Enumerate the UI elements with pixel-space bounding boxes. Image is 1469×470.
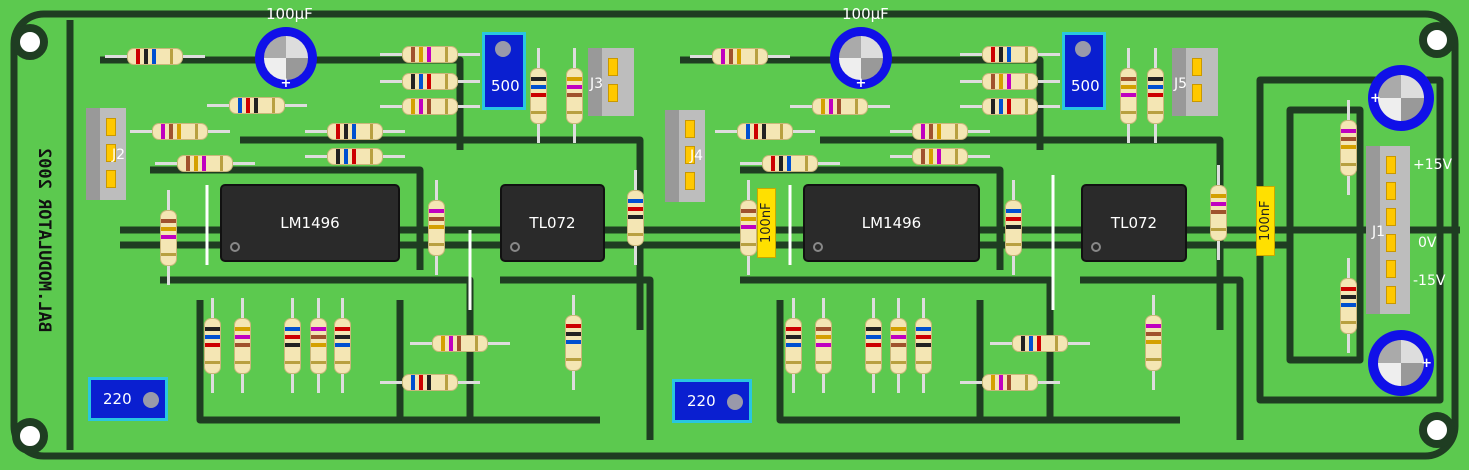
connector-label: J2 (112, 147, 126, 163)
connector-label: J3 (590, 76, 604, 92)
resistor (912, 148, 968, 165)
trimmer-pot: 500 (482, 32, 526, 110)
ceramic-capacitor: 100nF (1256, 186, 1275, 256)
resistor (234, 318, 251, 374)
resistor (1340, 120, 1357, 176)
resistor (428, 200, 445, 256)
mounting-hole (12, 24, 48, 60)
connector-label: J5 (1174, 76, 1188, 92)
adjust-screw-icon (1075, 41, 1091, 57)
resistor (530, 68, 547, 124)
ic-lm1496-2: LM1496 (805, 186, 978, 260)
resistor (737, 123, 793, 140)
ceramic-capacitor: 100nF (757, 188, 776, 258)
resistor (284, 318, 301, 374)
pin1-marker-icon (230, 242, 240, 252)
resistor (566, 68, 583, 124)
resistor (432, 335, 488, 352)
resistor (1340, 278, 1357, 334)
adjust-screw-icon (727, 394, 743, 410)
electrolytic-capacitor: + (1368, 330, 1434, 396)
resistor (152, 123, 208, 140)
resistor (402, 46, 458, 63)
resistor (1005, 200, 1022, 256)
resistor (229, 97, 285, 114)
resistor (160, 210, 177, 266)
connector-label: J4 (690, 148, 704, 164)
trimmer-pot: 220 (672, 379, 752, 423)
resistor (177, 155, 233, 172)
resistor (915, 318, 932, 374)
resistor (740, 200, 757, 256)
connector-label: J1 (1372, 224, 1386, 240)
resistor (565, 315, 582, 371)
power-label-pos: +15V (1413, 157, 1453, 173)
resistor (627, 190, 644, 246)
resistor (1012, 335, 1068, 352)
mounting-hole (1419, 22, 1455, 58)
pin1-marker-icon (1091, 242, 1101, 252)
resistor (334, 318, 351, 374)
mounting-hole (1419, 412, 1455, 448)
resistor (785, 318, 802, 374)
connector-j1 (1366, 146, 1410, 314)
resistor (402, 374, 458, 391)
adjust-screw-icon (495, 41, 511, 57)
resistor (982, 374, 1038, 391)
resistor (402, 73, 458, 90)
resistor (762, 155, 818, 172)
resistor (865, 318, 882, 374)
connector-j3 (588, 48, 634, 116)
electrolytic-capacitor: + (830, 27, 892, 91)
resistor (1147, 68, 1164, 124)
resistor (327, 123, 383, 140)
resistor (127, 48, 183, 65)
ic-lm1496-1: LM1496 (222, 186, 398, 260)
resistor (712, 48, 768, 65)
resistor (812, 98, 868, 115)
ic-tl072-1: TL072 (502, 186, 603, 260)
ic-tl072-2: TL072 (1083, 186, 1185, 260)
resistor (982, 46, 1038, 63)
resistor (402, 98, 458, 115)
silkscreen-title: BAL.MODULATOR 2002 (34, 147, 55, 333)
cap-label: 100µF (266, 5, 313, 23)
resistor (327, 148, 383, 165)
resistor (912, 123, 968, 140)
resistor (815, 318, 832, 374)
connector-j4 (665, 110, 705, 202)
connector-j5 (1172, 48, 1218, 116)
electrolytic-capacitor: + (1368, 65, 1434, 131)
cap-label: 100µF (842, 5, 889, 23)
electrolytic-capacitor: + (255, 27, 317, 91)
resistor (982, 98, 1038, 115)
resistor (1145, 315, 1162, 371)
connector-j2 (86, 108, 126, 200)
mounting-hole (12, 418, 48, 454)
resistor (1210, 185, 1227, 241)
pin1-marker-icon (510, 242, 520, 252)
power-label-neg: -15V (1413, 273, 1446, 289)
pin1-marker-icon (813, 242, 823, 252)
adjust-screw-icon (143, 392, 159, 408)
resistor (310, 318, 327, 374)
resistor (890, 318, 907, 374)
resistor (982, 73, 1038, 90)
resistor (204, 318, 221, 374)
power-label-zero: 0V (1418, 235, 1437, 251)
resistor (1120, 68, 1137, 124)
trimmer-pot: 220 (88, 377, 168, 421)
trimmer-pot: 500 (1062, 32, 1106, 110)
